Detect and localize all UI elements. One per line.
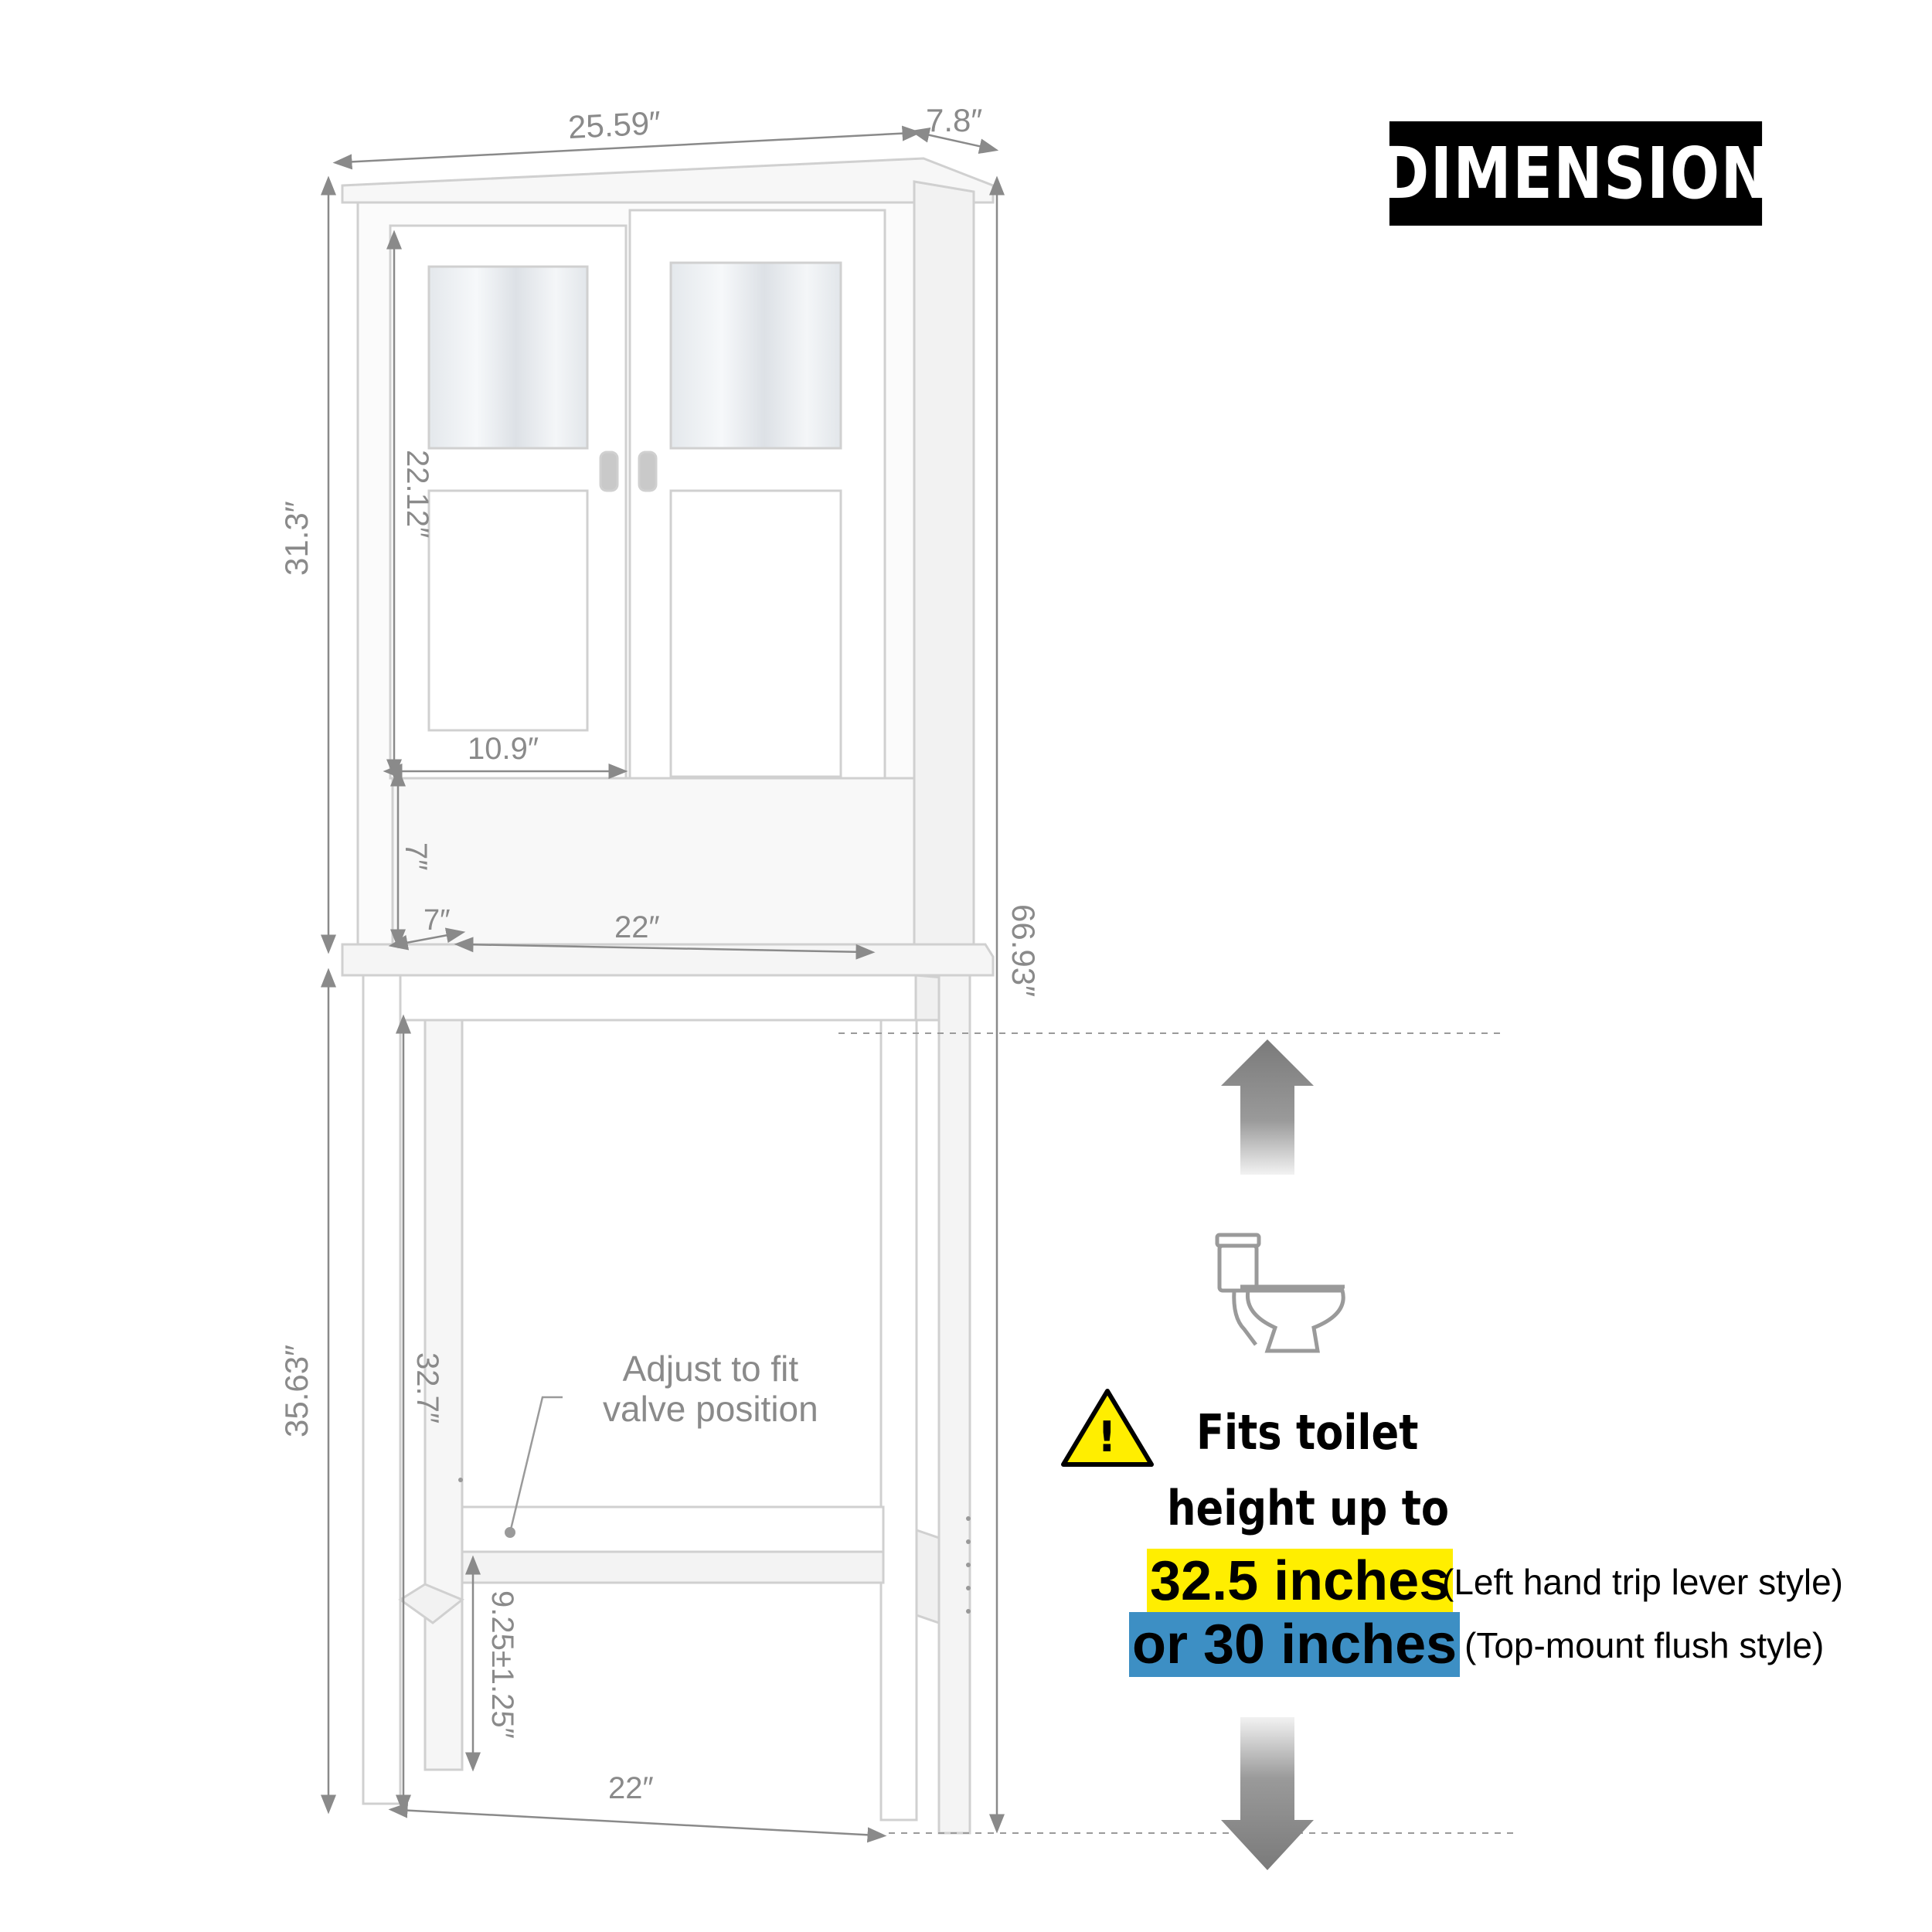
height-note-2: (Top-mount flush style) — [1464, 1625, 1825, 1665]
page-title: DIMENSION — [1381, 121, 1770, 226]
cabinet-height-label: 31.3″ — [278, 501, 315, 576]
adjust-holes — [458, 1478, 971, 1614]
shelf-width-label: 22″ — [614, 910, 660, 944]
depth-label: 7.8″ — [926, 102, 983, 138]
reference-lines — [838, 1032, 1515, 1834]
warning-icon — [1061, 1389, 1154, 1467]
overall-height-label: 66.93″ — [1005, 904, 1042, 997]
height-value-1: 32.5 inches — [1147, 1549, 1454, 1614]
adjust-note-line2: valve position — [603, 1389, 818, 1429]
inner-height-label: 32.7″ — [410, 1352, 444, 1424]
bottom-width-label: 22″ — [608, 1771, 654, 1805]
cabinet — [341, 157, 995, 1835]
shelf-depth-label: 7″ — [423, 904, 451, 937]
adjust-note: Adjust to fit valve position — [603, 1349, 818, 1429]
up-arrow-icon — [1221, 1039, 1314, 1175]
toilet-icon — [1215, 1233, 1345, 1353]
adjust-leader-dot — [505, 1527, 515, 1538]
fits-line-1: Fits toilet — [1196, 1404, 1419, 1461]
door-height-label: 22.12″ — [400, 450, 434, 539]
down-arrow-icon — [1221, 1717, 1314, 1870]
dimension-lines — [321, 125, 1005, 1843]
shelf-height-label: 7″ — [399, 842, 433, 871]
height-note-1: (Left hand trip lever style) — [1442, 1562, 1844, 1602]
overall-width-label: 25.59″ — [566, 104, 662, 146]
leg-height-label: 35.63″ — [278, 1345, 315, 1437]
fits-line-2: height up to — [1167, 1480, 1450, 1536]
door-width-label: 10.9″ — [468, 732, 539, 766]
warning-symbol: ! — [1097, 1413, 1117, 1461]
height-value-2: or 30 inches — [1129, 1612, 1461, 1677]
bar-height-label: 9.25±1.25″ — [485, 1590, 519, 1739]
adjust-note-line1: Adjust to fit — [622, 1349, 799, 1389]
